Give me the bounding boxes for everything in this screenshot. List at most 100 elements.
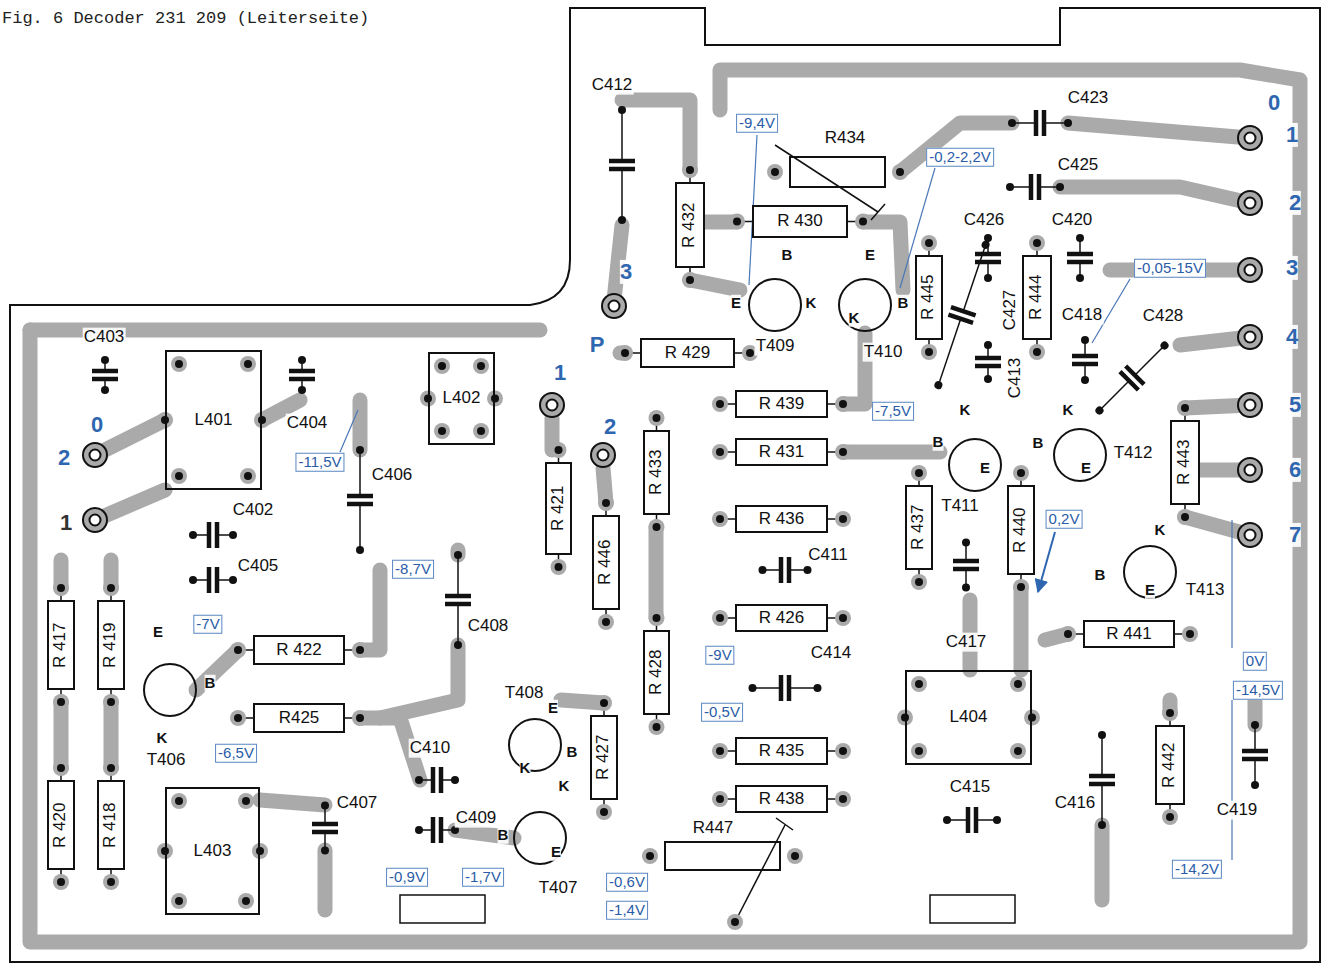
part-label: R 433 (647, 450, 666, 495)
solder-dot (1166, 709, 1174, 717)
solder-pad (649, 610, 665, 626)
resistor-box: R 446 (592, 515, 620, 610)
solder-pad (1024, 710, 1040, 726)
lead-wire (1099, 381, 1129, 411)
resistor-box: R 442 (1155, 725, 1185, 805)
resistor-box: R 432 (675, 182, 705, 268)
capacitor-plate (347, 502, 373, 507)
part-label: C415 (949, 778, 992, 797)
solder-dot (234, 646, 242, 654)
solder-pad (892, 164, 908, 180)
solder-dot (1251, 721, 1259, 729)
voltage-label: -11,5V (295, 453, 344, 472)
solder-pad (1177, 400, 1193, 416)
solder-dot (1251, 781, 1259, 789)
copper-trace (900, 123, 1012, 172)
solder-pad (921, 235, 937, 251)
solder-dot (839, 614, 847, 622)
copper-trace (104, 702, 119, 768)
solder-pad (835, 743, 851, 759)
solder-dot (915, 680, 923, 688)
solder-dot (555, 563, 563, 571)
pin-letter: B (567, 744, 578, 761)
wiper-line (775, 145, 878, 212)
capacitor-plate (779, 557, 784, 583)
solder-dot (618, 216, 626, 224)
connector-number: 1 (60, 511, 72, 535)
voltage-label: -7V (193, 615, 222, 634)
solder-dot (438, 362, 446, 370)
capacitor-plate (347, 494, 373, 499)
capacitor-plate (92, 369, 118, 374)
connector-number: 3 (1286, 256, 1298, 280)
measure-arrow (1038, 532, 1055, 592)
pin-letter: E (731, 295, 741, 312)
solder-pad (434, 423, 450, 439)
transistor-outline (514, 812, 566, 864)
capacitor-plate (1089, 782, 1115, 787)
solder-dot (1098, 731, 1106, 739)
part-label: C412 (591, 76, 634, 95)
part-label: C423 (1067, 89, 1110, 108)
solder-dot (321, 847, 329, 855)
part-label: C419 (1216, 801, 1259, 820)
copper-trace (54, 702, 69, 768)
board-cutout (930, 895, 1015, 923)
part-label: R 435 (759, 742, 804, 761)
solder-pad (171, 468, 187, 484)
solder-dot (1014, 680, 1022, 688)
capacitor-symbol (1242, 721, 1268, 789)
part-label: R 439 (759, 395, 804, 414)
solder-dot (804, 566, 812, 574)
part-label: R 427 (595, 735, 614, 780)
resistor-box: R425 (253, 703, 345, 733)
solder-dot (1181, 404, 1189, 412)
solder-dot (57, 698, 65, 706)
solder-dot (356, 546, 364, 554)
pin-letter: B (933, 434, 944, 451)
solder-dot (242, 797, 250, 805)
capacitor-plate (445, 602, 471, 607)
copper-trace (1095, 825, 1110, 900)
lead-wire (621, 110, 623, 161)
solder-pad (551, 442, 567, 458)
capacitor-plate (1242, 757, 1268, 762)
solder-dot (57, 764, 65, 772)
wiper-tick (776, 818, 793, 830)
solder-dot (57, 584, 65, 592)
solder-pad (1162, 809, 1178, 825)
capacitors (92, 106, 1268, 855)
voltage-label: -0,9V (386, 868, 428, 887)
resistor-box: R 429 (640, 338, 735, 368)
solder-pad (835, 511, 851, 527)
solder-dot (356, 646, 364, 654)
resistor-box: R 422 (253, 635, 345, 665)
solder-pad (911, 465, 927, 481)
solder-dot (731, 918, 739, 926)
part-label: R 438 (759, 790, 804, 809)
solder-dot (686, 276, 694, 284)
pad-ring (1238, 191, 1262, 215)
part-label: R 431 (759, 443, 804, 462)
solder-dot (477, 427, 485, 435)
solder-pad (1013, 579, 1029, 595)
solder-pad (1060, 626, 1076, 642)
solder-pad (682, 162, 698, 178)
part-label: R 432 (681, 202, 700, 247)
part-label: R 443 (1176, 440, 1195, 485)
connector-number: 2 (604, 415, 616, 439)
solder-dot (602, 618, 610, 626)
solder-dot (716, 614, 724, 622)
capacitor-plate (1072, 362, 1098, 367)
capacitor-symbol (189, 522, 237, 548)
part-label: L403 (194, 842, 232, 861)
capacitor-plate (1089, 774, 1115, 779)
solder-dot (298, 386, 306, 394)
part-label: C406 (371, 466, 414, 485)
voltage-label: -1,7V (462, 868, 504, 887)
solder-dot (1098, 821, 1106, 829)
solder-pad (1029, 344, 1045, 360)
transistor-outline (144, 664, 196, 716)
potentiometer-body (665, 842, 780, 870)
